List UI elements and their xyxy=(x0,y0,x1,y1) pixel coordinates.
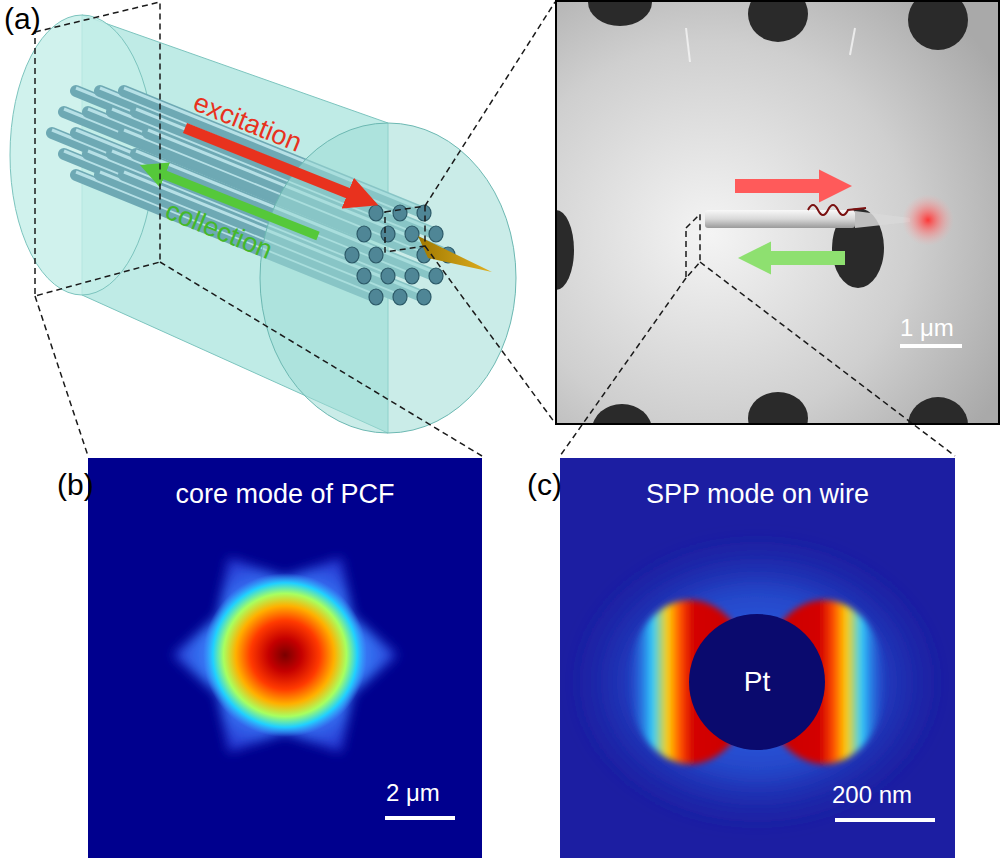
art-part xyxy=(748,0,808,42)
emission-spot xyxy=(902,194,954,246)
mode-halo xyxy=(567,532,947,832)
air-hole xyxy=(369,247,383,263)
fiber-illustration xyxy=(10,15,516,433)
scale-label: 1 μm xyxy=(900,315,954,341)
scale-bar xyxy=(385,816,455,820)
wire-section: Pt xyxy=(689,614,825,750)
art-part xyxy=(160,262,482,456)
air-hole xyxy=(405,268,419,284)
air-hole xyxy=(381,268,395,284)
air-hole xyxy=(417,289,431,305)
zoom-lines xyxy=(35,2,955,456)
air-hole xyxy=(393,289,407,305)
sem-collection-arrow xyxy=(758,251,845,265)
spp-mode-map xyxy=(560,458,955,858)
mode-core xyxy=(203,573,367,737)
map-ground xyxy=(88,458,482,858)
air-hole xyxy=(345,247,359,263)
art-part xyxy=(908,0,968,50)
mode-panel: (c)SPP mode on wire200 nmPt xyxy=(560,458,955,858)
art-part xyxy=(850,28,855,55)
panel-title: core mode of PCF xyxy=(175,480,394,510)
air-hole xyxy=(369,289,383,305)
sem-cracks xyxy=(686,28,855,62)
beam-label: excitation xyxy=(189,88,306,158)
wire-outline xyxy=(689,614,825,750)
air-hole xyxy=(405,226,419,242)
scale-label: 200 nm xyxy=(832,782,912,808)
panel-letter: (b) xyxy=(57,468,94,501)
air-hole xyxy=(357,226,371,242)
spp-wave xyxy=(808,205,866,215)
air-hole xyxy=(429,226,443,242)
air-hole xyxy=(429,268,443,284)
air-hole xyxy=(357,268,371,284)
map-ground xyxy=(560,458,955,858)
mode-panel: (b)core mode of PCF2 μm xyxy=(88,458,482,858)
wire-tip xyxy=(855,211,910,228)
scale-label: 2 μm xyxy=(386,780,440,806)
air-hole xyxy=(393,205,407,221)
material-label: Pt xyxy=(744,667,770,698)
sem-panel: 1 μm xyxy=(555,0,1000,425)
scale-bar xyxy=(900,344,962,348)
panel-title: SPP mode on wire xyxy=(646,480,869,510)
art-part xyxy=(686,214,700,278)
art-part xyxy=(555,210,574,290)
art-part xyxy=(385,206,425,252)
sem-holes xyxy=(555,0,968,425)
art-part xyxy=(700,262,955,456)
beam-label: collection xyxy=(161,196,276,266)
art-part xyxy=(560,278,686,456)
pcf-mode-map xyxy=(88,458,482,858)
art-part xyxy=(686,28,690,62)
art-part xyxy=(908,397,968,425)
art-part xyxy=(592,404,652,425)
mode-star xyxy=(173,558,397,752)
platinum-wire xyxy=(705,210,855,228)
air-hole xyxy=(369,205,383,221)
scale-bar xyxy=(835,818,935,822)
art-part xyxy=(748,392,808,425)
sem-excitation-arrow xyxy=(735,179,832,193)
sem-ground xyxy=(555,0,1000,425)
panel-letter: (c) xyxy=(527,468,562,501)
art-part xyxy=(588,0,652,26)
art-part xyxy=(35,296,88,456)
art-part xyxy=(35,2,160,296)
air-hole xyxy=(381,226,395,242)
panel-letter: (a) xyxy=(4,2,41,35)
taper-tip xyxy=(418,236,492,272)
art-part xyxy=(425,2,555,206)
art-part xyxy=(425,246,555,423)
sem-image xyxy=(555,0,1000,425)
